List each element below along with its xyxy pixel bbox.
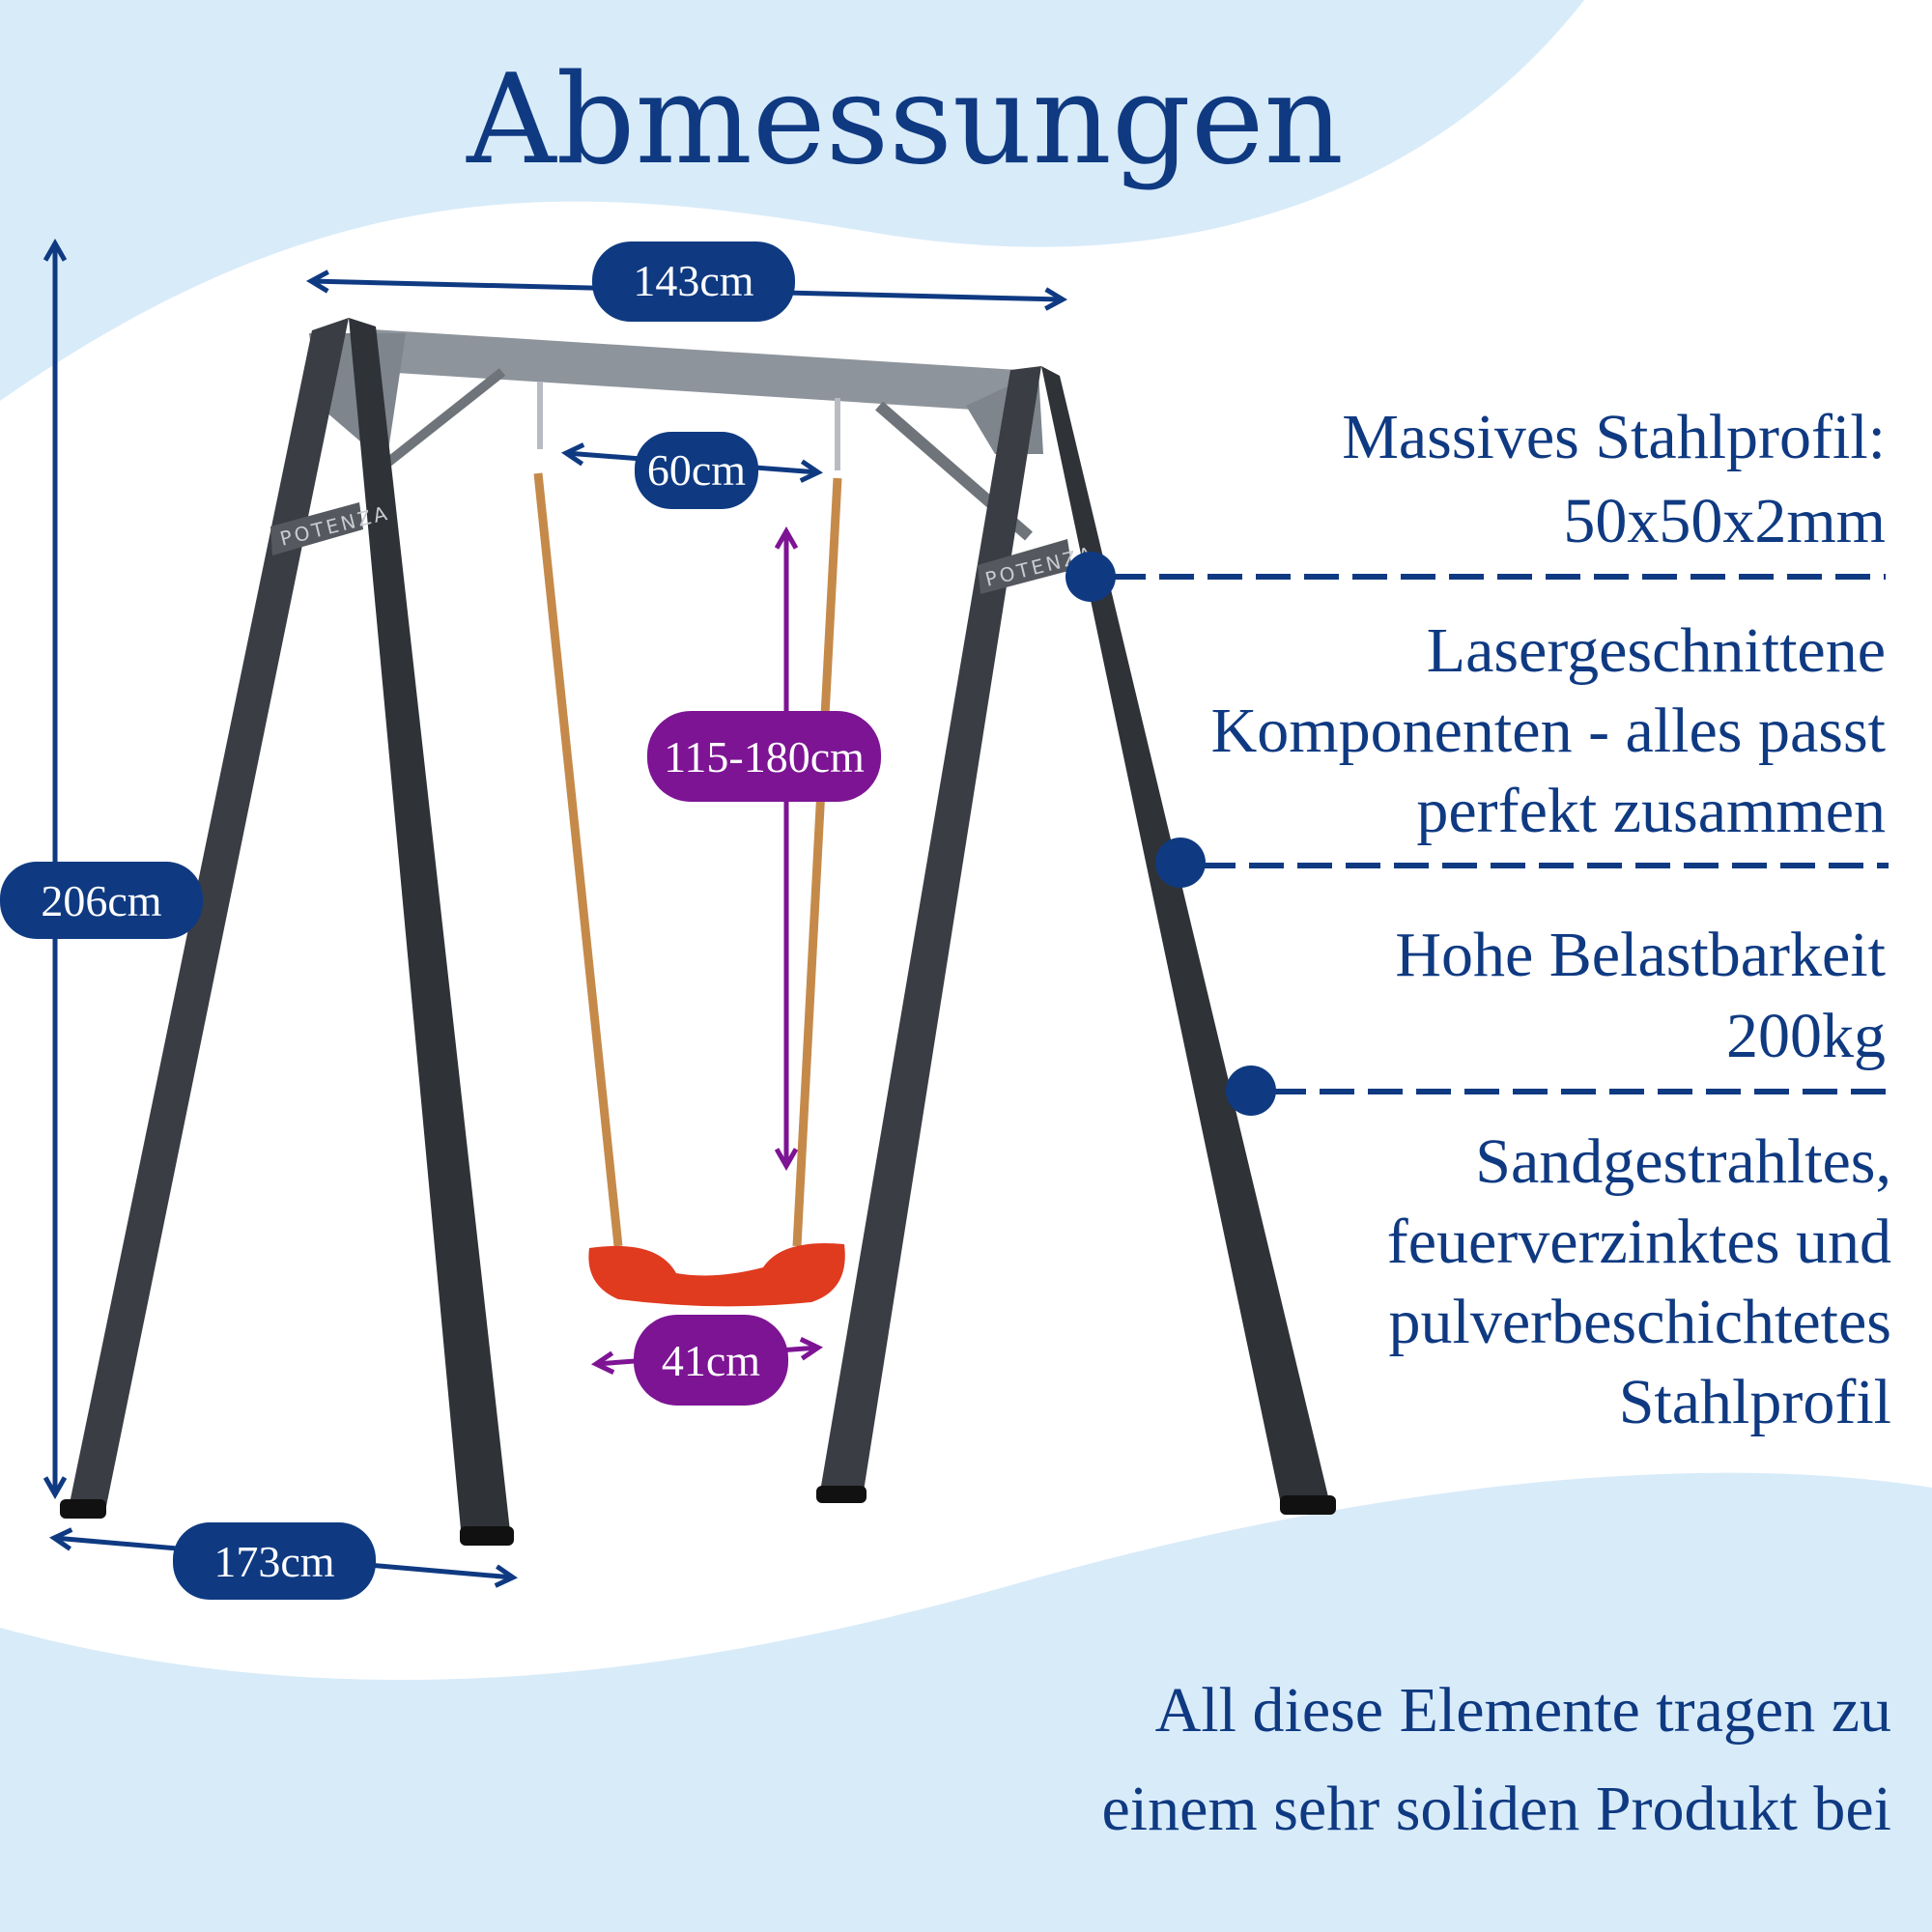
- svg-text:einem sehr soliden Produkt bei: einem sehr soliden Produkt bei: [1101, 1774, 1891, 1844]
- svg-text:50x50x2mm: 50x50x2mm: [1563, 486, 1886, 556]
- seat-width-label: 41cm: [634, 1315, 788, 1406]
- feature-laser-cut: Lasergeschnittene Komponenten - alles pa…: [1155, 615, 1889, 888]
- total-height-label: 206cm: [0, 862, 203, 939]
- swing-seat: [588, 1243, 845, 1307]
- svg-text:pulverbeschichtetes: pulverbeschichtetes: [1389, 1287, 1891, 1357]
- svg-text:Komponenten - alles passt: Komponenten - alles passt: [1211, 696, 1886, 766]
- feature-steel-profile: Massives Stahlprofil: 50x50x2mm: [1065, 402, 1886, 602]
- bottom-wave: [0, 1472, 1932, 1932]
- svg-text:200kg: 200kg: [1726, 1001, 1886, 1071]
- svg-text:perfekt zusammen: perfekt zusammen: [1416, 776, 1886, 846]
- svg-text:Hohe Belastbarkeit: Hohe Belastbarkeit: [1395, 920, 1886, 990]
- svg-text:143cm: 143cm: [633, 256, 753, 305]
- svg-text:All diese Elemente tragen zu: All diese Elemente tragen zu: [1155, 1675, 1891, 1746]
- left-rope: [533, 472, 623, 1247]
- page-title: Abmessungen: [466, 48, 1344, 192]
- right-front-leg: [819, 366, 1041, 1497]
- svg-text:Lasergeschnittene: Lasergeschnittene: [1427, 615, 1886, 686]
- left-back-leg: [349, 318, 511, 1540]
- top-wave: [0, 0, 1584, 401]
- right-back-leg: [1041, 366, 1331, 1509]
- svg-text:173cm: 173cm: [213, 1537, 334, 1586]
- rope-spacing-label: 60cm: [635, 432, 758, 509]
- seat-height-label: 115-180cm: [647, 711, 881, 802]
- footer-statement: All diese Elemente tragen zu einem sehr …: [1101, 1675, 1891, 1844]
- svg-text:feuerverzinktes und: feuerverzinktes und: [1387, 1207, 1891, 1277]
- top-beam: [357, 328, 1034, 413]
- svg-text:Massives Stahlprofil:: Massives Stahlprofil:: [1342, 402, 1886, 472]
- top-width-label: 143cm: [592, 242, 795, 322]
- svg-text:Sandgestrahltes,: Sandgestrahltes,: [1475, 1126, 1891, 1197]
- feature-load-capacity: Hohe Belastbarkeit 200kg: [1226, 920, 1891, 1116]
- svg-text:Stahlprofil: Stahlprofil: [1619, 1367, 1891, 1437]
- svg-text:115-180cm: 115-180cm: [664, 732, 865, 781]
- svg-text:60cm: 60cm: [647, 445, 746, 495]
- svg-text:206cm: 206cm: [41, 876, 161, 925]
- left-front-leg: [68, 318, 349, 1516]
- right-rope: [792, 477, 842, 1247]
- base-depth-label: 173cm: [173, 1522, 376, 1600]
- feature-coating: Sandgestrahltes, feuerverzinktes und pul…: [1387, 1126, 1891, 1437]
- svg-text:41cm: 41cm: [662, 1336, 760, 1385]
